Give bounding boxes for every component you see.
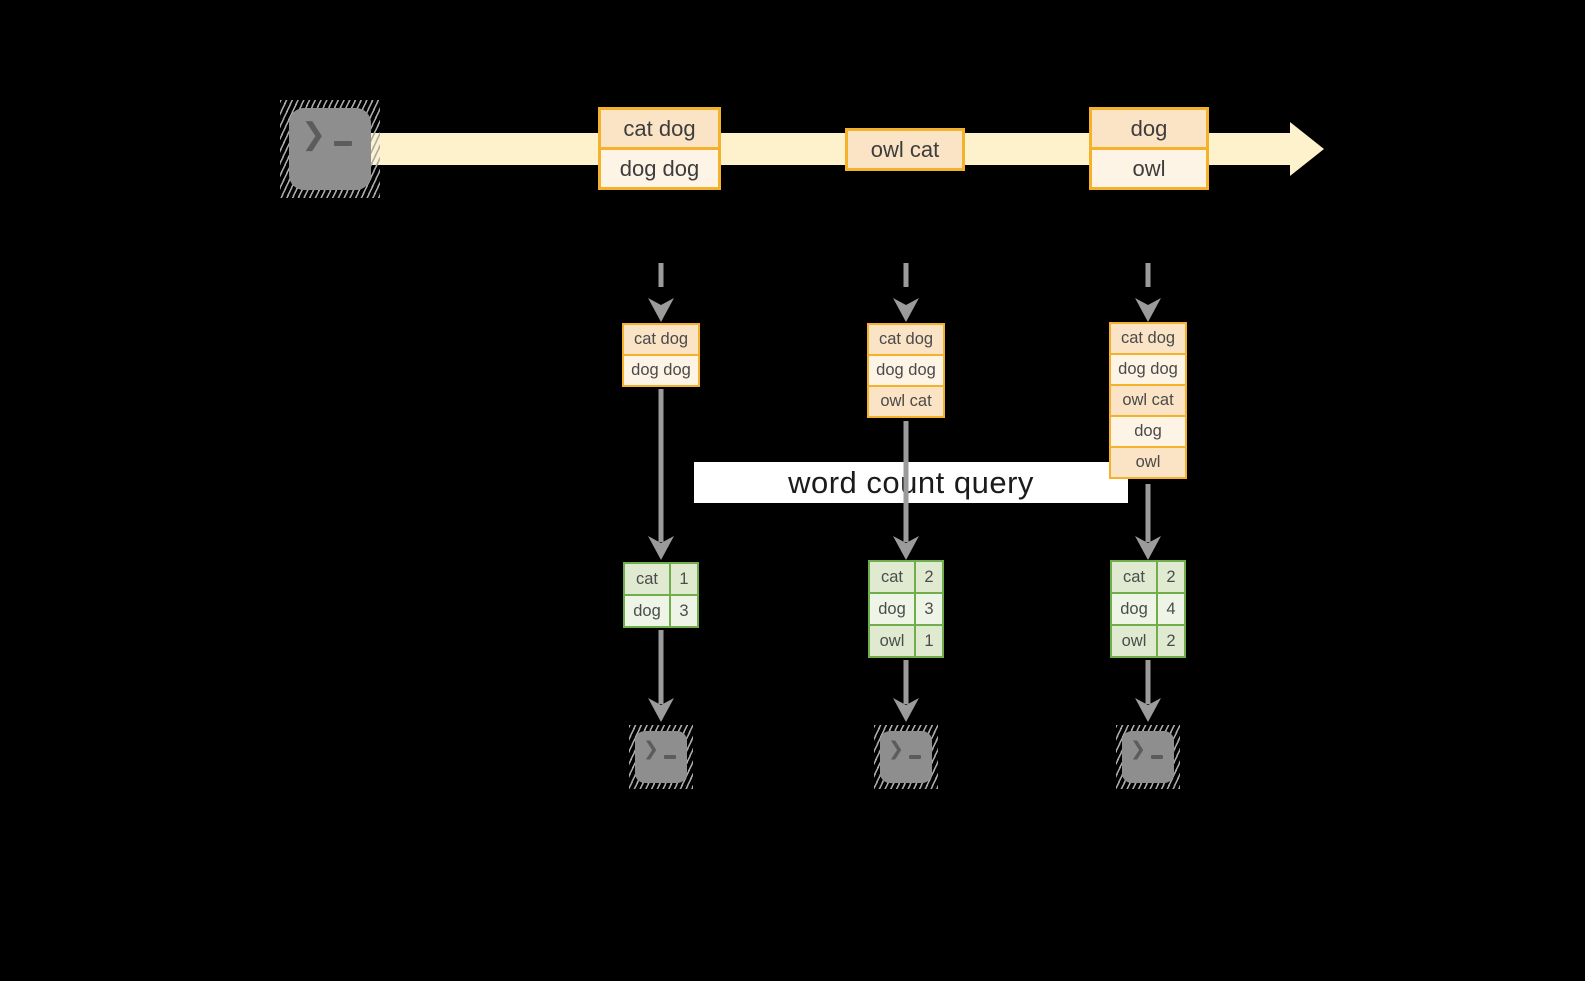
terminal-icon: ❯ xyxy=(629,725,693,789)
state-box-1: cat dog dog dog xyxy=(622,323,700,387)
terminal-screen: ❯ xyxy=(1122,731,1174,783)
arrow-down-icon xyxy=(893,660,919,722)
dashed-arrow-down-icon xyxy=(1135,263,1161,322)
terminal-cursor-icon xyxy=(334,141,352,146)
count-value: 2 xyxy=(916,562,942,592)
arrow-down-icon xyxy=(648,389,674,560)
state-box-3: cat dog dog dog owl cat dog owl xyxy=(1109,322,1187,479)
count-table-3: cat 2 dog 4 owl 2 xyxy=(1110,560,1186,658)
stream-record: owl xyxy=(1092,147,1206,187)
state-box-2: cat dog dog dog owl cat xyxy=(867,323,945,418)
terminal-screen: ❯ xyxy=(880,731,932,783)
terminal-cursor-icon xyxy=(909,755,921,759)
query-band: word count query xyxy=(694,462,1128,503)
stream-arrowhead-icon xyxy=(1290,122,1324,176)
stream-batch-2: owl cat xyxy=(845,128,965,171)
terminal-icon: ❯ xyxy=(280,100,380,198)
state-record: owl cat xyxy=(869,385,943,416)
arrow-down-icon xyxy=(648,630,674,722)
stream-record: dog dog xyxy=(601,147,718,187)
count-word: dog xyxy=(625,596,669,626)
count-word: cat xyxy=(625,564,669,594)
dashed-arrow-down-icon xyxy=(893,263,919,322)
stream-record: cat dog xyxy=(601,110,718,147)
state-record: owl cat xyxy=(1111,384,1185,415)
state-record: owl xyxy=(1111,446,1185,477)
terminal-prompt-glyph: ❯ xyxy=(888,739,904,760)
terminal-icon: ❯ xyxy=(1116,725,1180,789)
count-value: 3 xyxy=(671,596,697,626)
count-value: 1 xyxy=(916,626,942,656)
terminal-cursor-icon xyxy=(1151,755,1163,759)
count-value: 3 xyxy=(916,594,942,624)
count-word: dog xyxy=(870,594,914,624)
count-word: owl xyxy=(870,626,914,656)
terminal-screen: ❯ xyxy=(289,108,371,190)
state-record: cat dog xyxy=(1111,324,1185,353)
count-value: 2 xyxy=(1158,626,1184,656)
arrow-down-icon xyxy=(1135,660,1161,722)
terminal-prompt-glyph: ❯ xyxy=(643,739,659,760)
state-record: cat dog xyxy=(869,325,943,354)
count-value: 1 xyxy=(671,564,697,594)
count-word: cat xyxy=(1112,562,1156,592)
count-value: 4 xyxy=(1158,594,1184,624)
stream-record: owl cat xyxy=(848,131,962,168)
stream-record: dog xyxy=(1092,110,1206,147)
query-label: word count query xyxy=(788,464,1034,500)
state-record: dog xyxy=(1111,415,1185,446)
arrow-down-icon xyxy=(1135,484,1161,560)
count-word: cat xyxy=(870,562,914,592)
count-word: owl xyxy=(1112,626,1156,656)
terminal-icon: ❯ xyxy=(874,725,938,789)
terminal-prompt-glyph: ❯ xyxy=(301,118,327,151)
terminal-prompt-glyph: ❯ xyxy=(1130,739,1146,760)
terminal-screen: ❯ xyxy=(635,731,687,783)
state-record: cat dog xyxy=(624,325,698,354)
count-value: 2 xyxy=(1158,562,1184,592)
count-table-1: cat 1 dog 3 xyxy=(623,562,699,628)
terminal-cursor-icon xyxy=(664,755,676,759)
stream-batch-3: dog owl xyxy=(1089,107,1209,190)
state-record: dog dog xyxy=(1111,353,1185,384)
dashed-arrow-down-icon xyxy=(648,263,674,322)
count-table-2: cat 2 dog 3 owl 1 xyxy=(868,560,944,658)
count-word: dog xyxy=(1112,594,1156,624)
state-record: dog dog xyxy=(869,354,943,385)
stream-batch-1: cat dog dog dog xyxy=(598,107,721,190)
state-record: dog dog xyxy=(624,354,698,385)
